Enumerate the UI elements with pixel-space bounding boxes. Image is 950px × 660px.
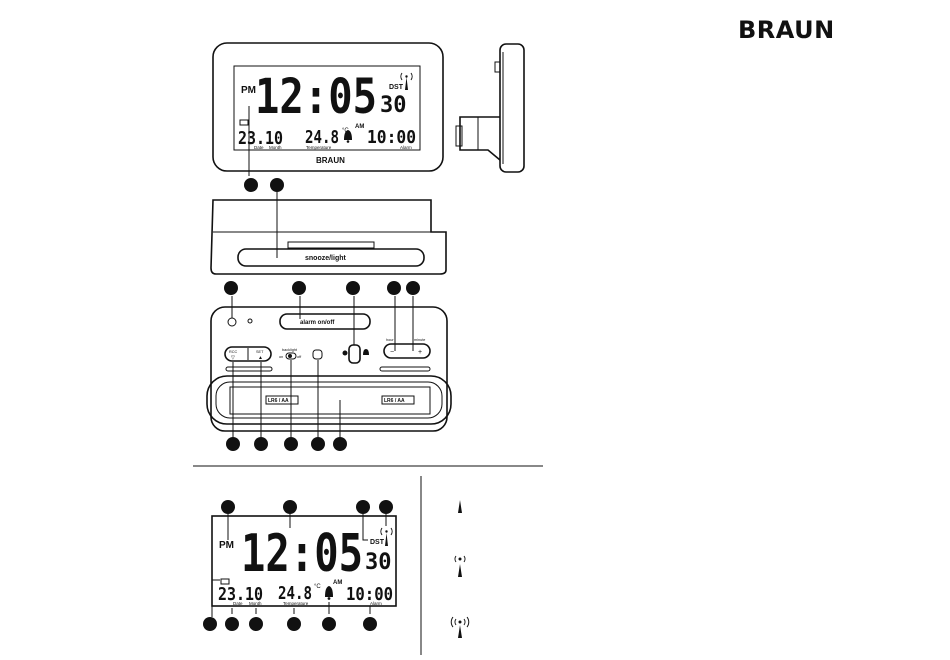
callout-marker (270, 178, 284, 192)
callout-marker (226, 437, 240, 451)
battery-label-2: LR6 / AA (384, 398, 405, 404)
switch-label-off: off (297, 355, 302, 359)
lcd-alarm-label: Alarm (370, 601, 382, 606)
key-set-label: SET (256, 350, 264, 354)
lcd-seconds: 30 (365, 550, 392, 575)
key-hour-label: hour (386, 338, 394, 342)
front-view-clock: PM 12:05 30 DST 23.10 24.8 °C AM 10:00 D… (213, 43, 443, 176)
lcd-date-label: Date (233, 601, 243, 606)
front-alarm-label: Alarm (400, 145, 412, 150)
callout-marker (283, 500, 297, 514)
front-time: 12:05 (255, 69, 377, 125)
callout-marker (254, 437, 268, 451)
mode-dial (349, 345, 360, 363)
callout-marker (322, 617, 336, 631)
callout-marker (406, 281, 420, 295)
lcd-temp-unit: °C (314, 584, 321, 590)
antenna-icon (458, 500, 462, 513)
wall-hole (228, 318, 236, 326)
callout-marker (225, 617, 239, 631)
key-minute-symbol: + (418, 349, 422, 356)
side-housing (500, 44, 524, 172)
lcd-month-label: Month (249, 601, 262, 606)
lcd-detail: PM 12:05 30 DST 23.10 24.8 °C AM 10:00 D… (212, 514, 396, 617)
callout-marker (333, 437, 347, 451)
front-battery-icon (240, 120, 248, 125)
callout-marker (249, 617, 263, 631)
callout-marker (287, 617, 301, 631)
battery-label-1: LR6 / AA (268, 398, 289, 404)
front-seconds: 30 (380, 93, 407, 118)
antenna-signal-strong-icon (451, 617, 469, 638)
lcd-dst: DST (370, 539, 385, 546)
key-hour-symbol: − (390, 349, 394, 356)
front-month-label: Month (269, 145, 282, 150)
lcd-alarm-ampm: AM (333, 580, 342, 586)
callout-marker (311, 437, 325, 451)
back-view-clock: alarm on/off RCC SET ▽ ▲ backlight on of… (207, 296, 451, 437)
callout-marker (221, 500, 235, 514)
callout-marker (203, 617, 217, 631)
dial-bell-icon (363, 349, 369, 355)
callout-marker (284, 437, 298, 451)
callout-marker (363, 617, 377, 631)
switch-label-top: backlight (282, 348, 298, 352)
top-view-clock: snooze/light (211, 192, 446, 274)
snooze-light-label: snooze/light (305, 255, 347, 262)
callout-marker (244, 178, 258, 192)
side-view-clock (456, 44, 524, 172)
callout-marker (356, 500, 370, 514)
switch-label-on: on (279, 355, 283, 359)
lcd-time: 12:05 (241, 524, 363, 584)
callout-marker (387, 281, 401, 295)
front-dst: DST (389, 84, 404, 91)
lcd-ampm: PM (219, 540, 234, 551)
front-temperature-label: Temperature (306, 145, 332, 150)
lcd-bell-icon (325, 586, 333, 600)
callout-marker (292, 281, 306, 295)
antenna-signal-weak-icon (455, 556, 465, 577)
front-date-label: Date (254, 145, 264, 150)
front-logo: BRAUN (316, 156, 345, 165)
key-rcc-symbol: ▽ (231, 355, 235, 361)
lcd-temperature-label: Temperature (283, 601, 309, 606)
light-sensor (313, 350, 322, 359)
key-set-symbol: ▲ (258, 355, 263, 361)
front-alarm-ampm: AM (355, 124, 364, 130)
key-rcc-label: RCC (229, 350, 237, 354)
key-minute-label: minute (414, 338, 425, 342)
front-ampm: PM (241, 85, 256, 96)
callout-marker (346, 281, 360, 295)
callout-marker (379, 500, 393, 514)
alarm-on-off-label: alarm on/off (300, 320, 335, 326)
callout-marker (224, 281, 238, 295)
